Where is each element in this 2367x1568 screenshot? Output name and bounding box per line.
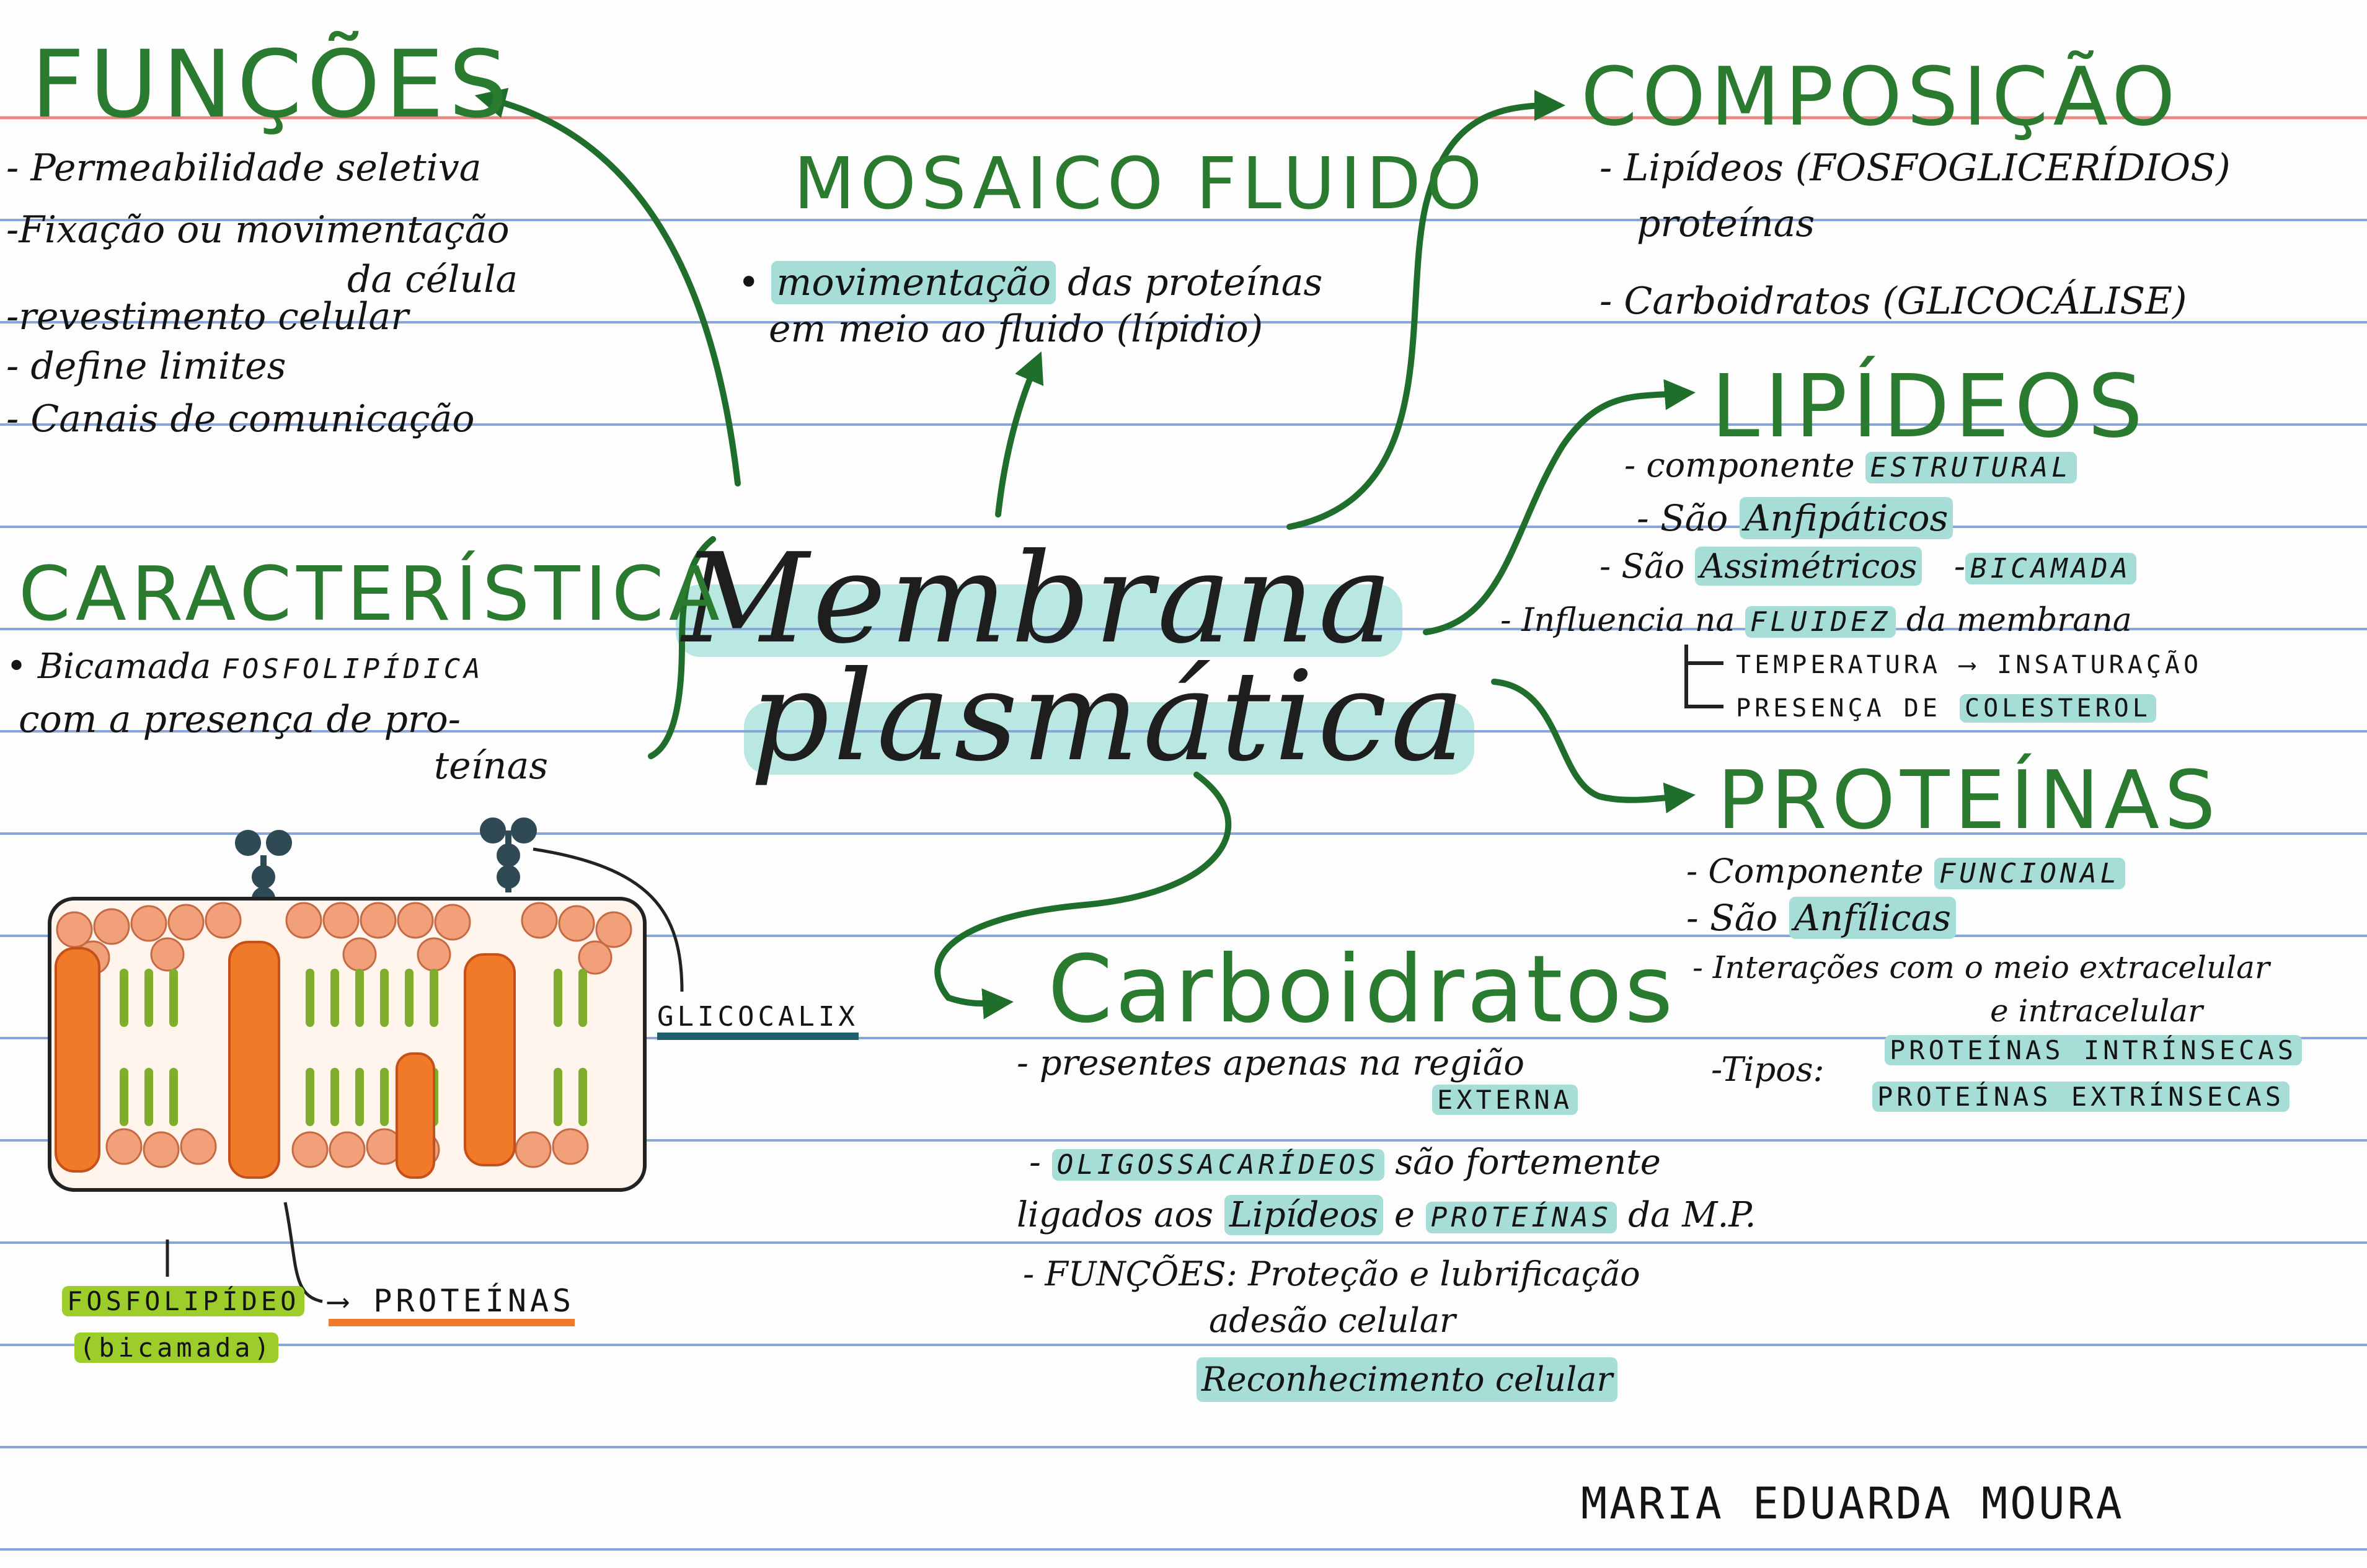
label-glicocalix: GLICOCALIX: [657, 1001, 859, 1040]
arrow-to-carboidratos: [934, 772, 1232, 1020]
caracteristica-fosfolipidica: FOSFOLIPÍDICA: [222, 653, 484, 685]
composicao-title: COMPOSIÇÃO: [1581, 50, 2180, 144]
proteinas-item-4: e intracelular: [1990, 993, 2203, 1029]
proteinas-item-1: - Componente FUNCIONAL: [1686, 849, 2126, 896]
proteinas-item-3: - Interações com o meio extracelular: [1692, 949, 2270, 985]
caracteristica-line1: • Bicamada FOSFOLIPÍDICA: [6, 646, 484, 687]
label-bicamada: (bicamada): [74, 1332, 278, 1363]
mosaico-highlight: movimentação: [771, 261, 1056, 304]
funcoes-item: - define limites: [6, 345, 286, 388]
lipideos-item-6: PRESENÇA DE COLESTEROL: [1736, 694, 2156, 723]
carboidratos-line4: - FUNÇÕES: Proteção e lubrificação: [1023, 1254, 1640, 1293]
lipideos-colesterol: COLESTEROL: [1960, 694, 2156, 723]
caracteristica-line3: teínas: [434, 744, 549, 788]
composicao-item: proteínas: [1637, 202, 1815, 245]
carboidratos-title: Carboidratos: [1048, 936, 1676, 1044]
lipideos-assimetricos: Assimétricos: [1695, 547, 1922, 586]
lipideos-bicamada: BICAMADA: [1965, 553, 2137, 584]
proteinas-tipos: -Tipos:: [1711, 1050, 1825, 1089]
lipideos-estrutural: ESTRUTURAL: [1865, 452, 2077, 483]
funcoes-title: FUNÇÕES: [31, 31, 513, 139]
lipideos-anfipaticos: Anfipáticos: [1739, 497, 1953, 539]
membrane-proteins: [55, 941, 516, 1179]
lipideos-title: LIPÍDEOS: [1711, 356, 2148, 457]
arrow-to-funcoes: [474, 87, 741, 487]
phospholipid-heads-bottom: [105, 1128, 589, 1168]
funcoes-item: - Permeabilidade seletiva: [6, 146, 482, 190]
proteinas-anfilicas: Anfílicas: [1789, 897, 1956, 939]
lipideos-item-5: TEMPERATURA ⟶ INSATURAÇÃO: [1736, 651, 2203, 679]
label-fosfolipideo: FOSFOLIPÍDEO: [62, 1286, 305, 1316]
proteinas-item-2: - São Anfílicas: [1686, 896, 1956, 940]
proteinas-title: PROTEÍNAS: [1717, 753, 2221, 847]
carboidratos-proteinas: PROTEÍNAS: [1425, 1202, 1617, 1233]
proteinas-funcional: FUNCIONAL: [1934, 858, 2126, 889]
lipideos-item-3: - São Assimétricos -BICAMADA: [1599, 544, 2137, 591]
mosaico-title: MOSAICO FLUIDO: [794, 143, 1487, 226]
carboidratos-line6: Reconhecimento celular: [1197, 1357, 1618, 1402]
carboidratos-line2: - OLIGOSSACARÍDEOS são fortemente: [1029, 1142, 1661, 1183]
composicao-item: - Carboidratos (GLICOCÁLISE): [1599, 280, 2187, 323]
central-title-line2: plasmática: [744, 645, 1475, 789]
funcoes-item: -Fixação ou movimentação: [6, 208, 510, 252]
mosaico-line1: • movimentação das proteínas: [738, 261, 1323, 304]
carboidratos-externa: EXTERNA: [1432, 1085, 1578, 1115]
author-signature: MARIA EDUARDA MOURA: [1581, 1478, 2125, 1529]
mosaico-line2: em meio ao fluido (lípidio): [769, 307, 1263, 351]
arrow-to-proteinas: [1491, 679, 1696, 814]
funcoes-item: - Canais de comunicação: [6, 397, 475, 441]
proteinas-tipo-intrinsecas: PROTEÍNAS INTRÍNSECAS: [1885, 1035, 2303, 1065]
carboidratos-line3: ligados aos Lipídeos e PROTEÍNAS da M.P.: [1017, 1195, 1756, 1235]
composicao-item: - Lipídeos (FOSFOGLICERÍDIOS): [1599, 146, 2231, 190]
lipideos-item-4: - Influencia na FLUIDEZ da membrana: [1500, 602, 2132, 639]
carboidratos-line5: adesão celular: [1209, 1301, 1456, 1340]
carboidratos-oligossacarideos: OLIGOSSACARÍDEOS: [1051, 1149, 1384, 1181]
membrane-illustration: [48, 817, 647, 1192]
arrow-to-composicao: [1286, 90, 1565, 530]
proteinas-tipo-extrinsecas: PROTEÍNAS EXTRÍNSECAS: [1872, 1081, 2290, 1112]
arrow-to-lipideos: [1423, 379, 1696, 635]
arrow-to-mosaico: [995, 351, 1044, 518]
lipideos-fluidez: FLUIDEZ: [1745, 606, 1896, 638]
funcoes-item: da célula: [347, 258, 518, 301]
central-title-line1: Membrana: [676, 527, 1402, 671]
carboidratos-lipideos: Lipídeos: [1224, 1195, 1384, 1235]
lipideos-item-1: - componente ESTRUTURAL: [1624, 443, 2077, 490]
phospholipid-tails: [120, 969, 587, 1126]
label-proteinas: ⟶ PROTEÍNAS: [329, 1283, 575, 1326]
caracteristica-title: CARACTERÍSTICA: [19, 552, 725, 638]
bracket-caracteristica: [648, 536, 716, 759]
caracteristica-line2: com a presença de pro-: [19, 698, 461, 741]
carboidratos-line1: - presentes apenas na região: [1017, 1043, 1524, 1083]
mosaico-line1-rest: das proteínas: [1068, 261, 1323, 304]
funcoes-item: -revestimento celular: [6, 295, 409, 338]
lipideos-item-2: - São Anfipáticos: [1637, 496, 1953, 540]
